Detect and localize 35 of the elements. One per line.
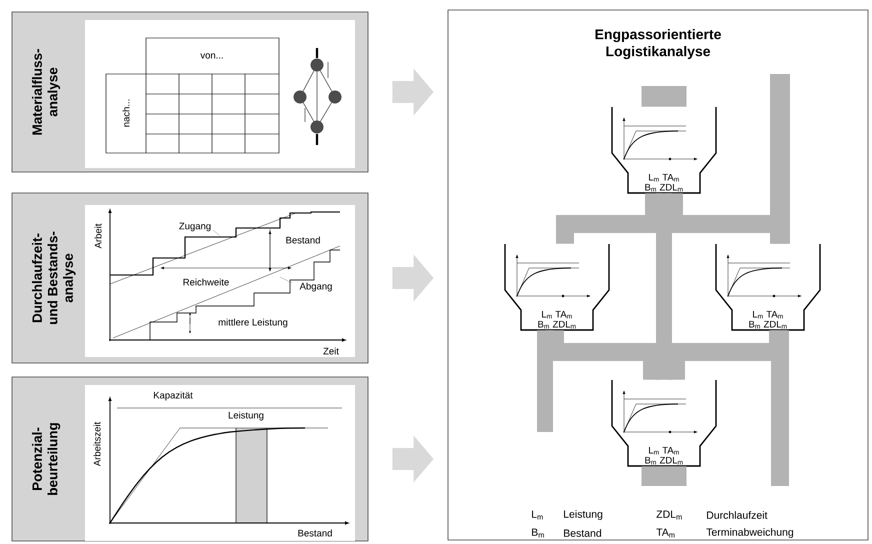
curve-label: Reichweite [184, 278, 229, 286]
axis-label: Arbeit [94, 224, 102, 248]
pipe [771, 330, 789, 486]
axis-label: Arbeitszeit [94, 422, 100, 466]
node-label: L$_{m}$ TA$_{m}$ B$_{m}$ ZDL$_{m}$ [538, 310, 576, 329]
table-header: nach... [122, 100, 130, 127]
pipe [642, 466, 686, 486]
pipe [770, 74, 790, 244]
axis-label: Zeit [323, 348, 339, 354]
pipe [537, 330, 553, 432]
hopper-station: L$_{m}$ TA$_{m}$ B$_{m}$ ZDL$_{m}$ [611, 380, 717, 467]
legend-text: Bestand [564, 529, 602, 537]
legend-symbol: TA$_{m}$ [656, 528, 674, 538]
curve-label: Bestand [286, 236, 320, 244]
axis-label: Bestand [298, 530, 332, 536]
hopper-station: L$_{m}$ TA$_{m}$ B$_{m}$ ZDL$_{m}$ [504, 244, 610, 331]
curve-label: Kapazität [154, 392, 193, 400]
legend-symbol: L$_{m}$ [532, 510, 543, 520]
table-header: von... [200, 53, 223, 59]
curve-label: Abgang [300, 282, 332, 292]
legend-text: Leistung [564, 510, 602, 520]
node-label: L$_{m}$ TA$_{m}$ B$_{m}$ ZDL$_{m}$ [749, 310, 787, 329]
legend-symbol: B$_{m}$ [532, 528, 544, 538]
node-label: L$_{m}$ TA$_{m}$ B$_{m}$ ZDL$_{m}$ [645, 174, 683, 192]
hopper-station: L$_{m}$ TA$_{m}$ B$_{m}$ ZDL$_{m}$ [715, 244, 821, 331]
curve-label: Zugang [179, 222, 210, 232]
curve-label: Leistung [228, 412, 264, 420]
legend-text: Terminabweichung [706, 528, 794, 538]
legend-text: Durchlaufzeit [707, 511, 768, 519]
pipe [656, 193, 672, 380]
legend-symbol: ZDL$_{m}$ [656, 510, 682, 520]
pipe [642, 86, 686, 107]
hopper-station: L$_{m}$ TA$_{m}$ B$_{m}$ ZDL$_{m}$ [611, 107, 717, 194]
curve-label: mittlere Leistung [218, 318, 288, 328]
node-label: L$_{m}$ TA$_{m}$ B$_{m}$ ZDL$_{m}$ [645, 446, 683, 465]
